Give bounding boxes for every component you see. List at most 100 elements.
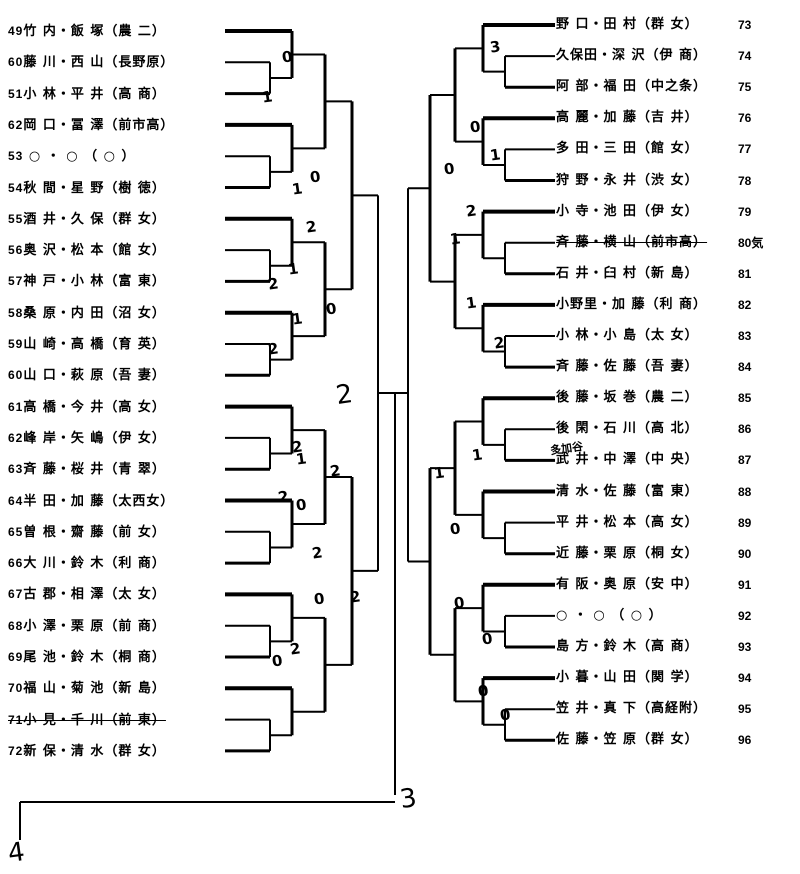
right-entry-row: 斉 藤・横 山（前市高） bbox=[556, 234, 708, 250]
entry-number: 95 bbox=[738, 702, 752, 717]
entry-names: 小 林・平 井（高 商） bbox=[23, 86, 166, 102]
left-entry-row: 53 ○ ・ ○ （ ○ ） bbox=[8, 147, 224, 165]
right-entry-row: 斉 藤・佐 藤（吾 妻） bbox=[556, 359, 699, 375]
entry-names: 新 保・清 水（群 女） bbox=[23, 743, 166, 759]
entry-names: 山 崎・高 橋（育 英） bbox=[23, 337, 166, 352]
entry-number: 88 bbox=[738, 484, 752, 499]
entry-number: 78 bbox=[738, 173, 752, 188]
left-entry-row: 62峰 岸・矢 嶋（伊 女） bbox=[8, 429, 224, 447]
entry-number: 64 bbox=[8, 493, 24, 508]
left-entry-row: 55酒 井・久 保（群 女） bbox=[8, 210, 224, 228]
left-entry-row: 58桑 原・内 田（沼 女） bbox=[8, 304, 224, 322]
left-entry-row: 56奥 沢・松 本（館 女） bbox=[8, 241, 224, 259]
entry-number: 94 bbox=[738, 671, 752, 686]
entry-names: 曽 根・齋 藤（前 女） bbox=[23, 524, 166, 540]
entry-number: 56 bbox=[8, 243, 24, 258]
left-entry-row: 54秋 間・星 野（樹 徳） bbox=[8, 179, 224, 197]
entry-names: 神 戸・小 林（富 東） bbox=[23, 274, 166, 290]
entry-names: 岡 口・冨 澤（前市高） bbox=[23, 117, 175, 133]
entry-names: 秋 間・星 野（樹 徳） bbox=[23, 180, 166, 196]
right-entry-row: 小 寺・池 田（伊 女） bbox=[556, 203, 699, 219]
left-entry-row: 61高 橋・今 井（高 女） bbox=[8, 398, 224, 416]
entry-number: 55 bbox=[8, 211, 24, 226]
left-entry-row: 72新 保・清 水（群 女） bbox=[8, 742, 224, 760]
entry-number: 57 bbox=[8, 274, 24, 289]
right-entry-row: 小 林・小 島（太 女） bbox=[556, 328, 699, 343]
right-entry-row: 清 水・佐 藤（富 東） bbox=[556, 483, 699, 499]
entry-number: 91 bbox=[738, 577, 752, 592]
entry-number: 54 bbox=[8, 180, 24, 195]
entry-number: 75 bbox=[738, 80, 752, 95]
left-entry-row: 64半 田・加 藤（太西女） bbox=[8, 492, 224, 510]
entry-number: 53 bbox=[8, 149, 24, 164]
entry-names: 小 見・千 川（前 東） bbox=[23, 712, 166, 728]
left-entry-row: 59山 崎・高 橋（育 英） bbox=[8, 335, 224, 353]
entry-names: 高 橋・今 井（高 女） bbox=[23, 399, 166, 415]
entry-number: 67 bbox=[8, 587, 24, 602]
right-entry-row: 狩 野・永 井（渋 女） bbox=[556, 172, 699, 188]
left-entry-row: 51小 林・平 井（高 商） bbox=[8, 85, 224, 103]
entry-number: 62 bbox=[8, 117, 24, 132]
entry-names: 峰 岸・矢 嶋（伊 女） bbox=[23, 430, 166, 446]
entry-number: 72 bbox=[8, 743, 24, 758]
right-entry-row: 島 方・鈴 木（高 商） bbox=[556, 639, 699, 654]
right-entry-row: 平 井・松 本（高 女） bbox=[556, 514, 699, 530]
entry-number: 92 bbox=[738, 608, 752, 623]
entry-names: 半 田・加 藤（太西女） bbox=[23, 493, 175, 509]
left-entry-row: 71小 見・千 川（前 東） bbox=[8, 711, 224, 729]
entry-number: 93 bbox=[738, 640, 752, 654]
entry-number: 61 bbox=[8, 399, 24, 414]
entry-names: 山 口・萩 原（吾 妻） bbox=[23, 368, 166, 384]
right-entry-row: 有 阪・奥 原（安 中） bbox=[556, 576, 699, 592]
right-entry-row: 多 田・三 田（館 女） bbox=[556, 141, 699, 157]
right-entry-row: 阿 部・福 田（中之条） bbox=[556, 79, 708, 95]
right-entry-row: 後 閑・石 川（高 北） bbox=[556, 421, 699, 437]
right-entry-row: ○ ・ ○ （ ○ ） bbox=[556, 607, 663, 623]
entry-number: 51 bbox=[8, 86, 24, 101]
entry-number: 82 bbox=[738, 297, 752, 312]
right-entry-row: 佐 藤・笠 原（群 女） bbox=[556, 732, 699, 748]
entry-number: 71 bbox=[8, 712, 24, 727]
left-entry-row: 57神 戸・小 林（富 東） bbox=[8, 272, 224, 290]
entry-number: 66 bbox=[8, 556, 24, 571]
entry-names: 藤 川・西 山（長野原） bbox=[23, 55, 175, 71]
entry-number: 60 bbox=[8, 368, 24, 383]
entry-number: 68 bbox=[8, 618, 24, 633]
entry-number: 60 bbox=[8, 55, 24, 70]
entry-number: 49 bbox=[8, 24, 24, 38]
right-entry-row: 小 暮・山 田（関 学） bbox=[556, 670, 699, 686]
right-entry-row: 石 井・臼 村（新 島） bbox=[556, 265, 699, 281]
entry-number: 59 bbox=[8, 337, 24, 351]
right-entry-row: 久保田・深 沢（伊 商） bbox=[556, 48, 708, 64]
entry-number: 84 bbox=[738, 360, 752, 375]
left-entry-row: 67古 郡・相 澤（太 女） bbox=[8, 585, 224, 603]
entry-number: 80気 bbox=[738, 235, 764, 250]
entry-names: 尾 池・鈴 木（桐 商） bbox=[23, 650, 166, 665]
left-entry-row: 49竹 内・飯 塚（農 二） bbox=[8, 22, 224, 40]
entry-number: 76 bbox=[738, 111, 752, 126]
entry-number: 81 bbox=[738, 266, 752, 281]
entry-number: 70 bbox=[8, 681, 24, 696]
left-entry-row: 65曽 根・齋 藤（前 女） bbox=[8, 523, 224, 541]
left-entry-row: 63斉 藤・桜 井（青 翠） bbox=[8, 460, 224, 478]
left-entry-row: 69尾 池・鈴 木（桐 商） bbox=[8, 648, 224, 666]
entry-number: 73 bbox=[738, 18, 752, 32]
entry-names: 酒 井・久 保（群 女） bbox=[23, 211, 166, 227]
left-entry-row: 60山 口・萩 原（吾 妻） bbox=[8, 366, 224, 384]
entry-number: 63 bbox=[8, 462, 24, 477]
entry-number: 62 bbox=[8, 430, 24, 445]
entry-names: ○ ・ ○ （ ○ ） bbox=[23, 149, 136, 165]
entry-names: 古 郡・相 澤（太 女） bbox=[23, 587, 166, 603]
left-entry-row: 68小 澤・栗 原（前 商） bbox=[8, 617, 224, 635]
entry-number: 69 bbox=[8, 650, 24, 664]
left-entry-row: 60藤 川・西 山（長野原） bbox=[8, 53, 224, 71]
left-entry-row: 70福 山・菊 池（新 島） bbox=[8, 679, 224, 697]
entry-number: 90 bbox=[738, 546, 752, 561]
entry-names: 小 澤・栗 原（前 商） bbox=[23, 618, 166, 634]
entry-number: 77 bbox=[738, 142, 752, 157]
entry-number: 85 bbox=[738, 391, 752, 406]
right-entry-row: 高 麗・加 藤（吉 井） bbox=[556, 110, 699, 126]
right-entry-row: 後 藤・坂 巻（農 二） bbox=[556, 390, 699, 406]
left-entry-row: 62岡 口・冨 澤（前市高） bbox=[8, 116, 224, 134]
